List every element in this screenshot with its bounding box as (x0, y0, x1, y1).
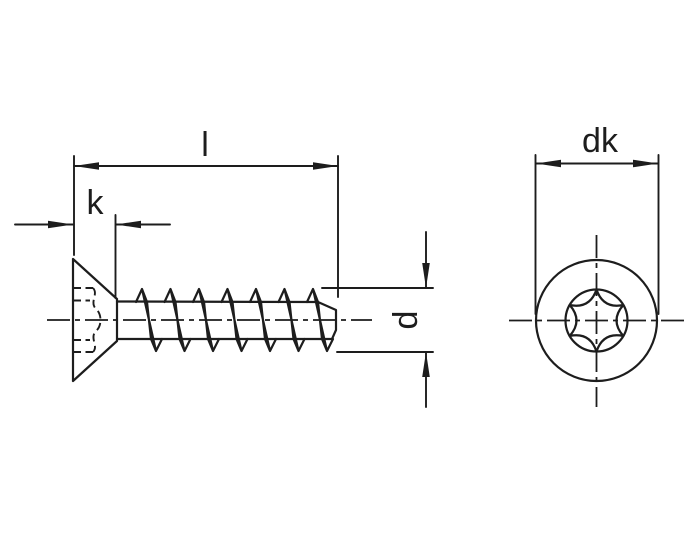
head-diameter-dimension-label: dk (582, 122, 619, 160)
thread-turn (277, 287, 306, 353)
arrowhead-top (422, 263, 430, 288)
arrowhead-right (116, 220, 141, 229)
thread-turn (220, 287, 249, 353)
arrowhead-bottom (422, 352, 430, 377)
countersunk-head-outline (71, 257, 119, 383)
length-dimension-label: l (201, 126, 209, 164)
dimension-head-diameter: dk (534, 122, 660, 315)
thread-turn (248, 287, 278, 353)
torx-star (568, 288, 625, 353)
arrowhead-right (313, 162, 338, 170)
head-height-dimension-label: k (87, 184, 105, 222)
arrowhead-left (536, 159, 561, 168)
dimension-length: l (73, 126, 339, 298)
screw-front-view: dk (509, 122, 687, 407)
thread-diameter-dimension-label: d (387, 311, 425, 330)
root-line-top (115, 300, 320, 304)
dimension-thread-diameter: d (321, 231, 434, 408)
thread-turn (191, 287, 221, 353)
thread-turn (305, 287, 335, 353)
thread-turn (163, 287, 192, 353)
thread (134, 287, 338, 353)
head-circle (534, 258, 659, 383)
thread-turn (134, 287, 164, 353)
torx-recess-hidden-lines (73, 287, 102, 353)
arrowhead-right (633, 159, 658, 168)
arrowhead-left (48, 220, 73, 229)
arrowhead-left (74, 162, 99, 170)
screw-tip (316, 300, 338, 341)
dimension-head-height: k (14, 184, 171, 299)
screw-side-view: l k d (14, 126, 434, 408)
